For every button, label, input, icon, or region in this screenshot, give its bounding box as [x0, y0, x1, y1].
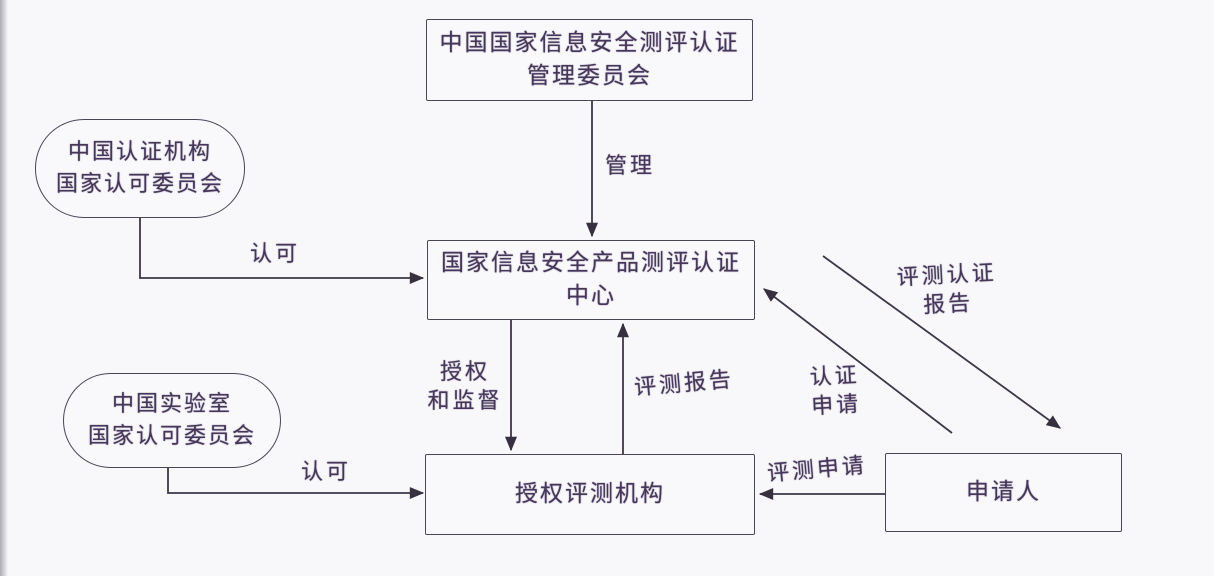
node-applicant-label: 申请人 — [966, 478, 1041, 505]
node-lab-accreditation: 中国实验室 国家认可委员会 — [63, 373, 281, 468]
node-evaluation-center: 国家信息安全产品测评认证 中心 — [427, 240, 755, 320]
edge-label-eval-cert-report-line1: 评测认证 — [896, 260, 998, 291]
node-committee-line2: 管理委员会 — [527, 63, 652, 89]
edge-label-cert-application-line2: 申请 — [810, 392, 862, 420]
node-committee-line1: 中国国家信息安全测评认证 — [439, 29, 740, 56]
edge-label-manage: 管理 — [605, 154, 656, 179]
edge-label-cert-application-line1: 认证 — [809, 363, 861, 391]
node-applicant: 申请人 — [885, 453, 1122, 532]
node-authorized-agency: 授权评测机构 — [425, 454, 755, 535]
node-lab-accreditation-line2: 国家认可委员会 — [87, 423, 256, 449]
edge-label-accredit-bottom: 认可 — [301, 460, 352, 485]
edge-label-authorize-supervise: 授权 和监督 — [424, 358, 506, 416]
edge-label-eval-cert-report: 评测认证 报告 — [894, 259, 1001, 322]
node-cert-accreditation-line1: 中国认证机构 — [67, 139, 212, 165]
edge-label-accredit-top: 认可 — [250, 242, 301, 267]
node-evaluation-center-line1: 国家信息安全产品测评认证 — [441, 249, 741, 276]
connector-accredit-bottom-arrow — [167, 466, 425, 499]
node-committee: 中国国家信息安全测评认证 管理委员会 — [426, 19, 753, 101]
edge-label-authorize-supervise-line1: 授权 — [439, 360, 490, 385]
edge-label-cert-application: 认证 申请 — [802, 361, 869, 422]
node-evaluation-center-line2: 中心 — [566, 283, 616, 309]
node-authorized-agency-label: 授权评测机构 — [515, 480, 665, 507]
edge-label-authorize-supervise-line2: 和监督 — [427, 389, 503, 415]
connector-cert-application-arrow — [763, 288, 953, 434]
connector-eval-cert-report-arrow — [822, 255, 1061, 429]
connector-accredit-top-arrow — [139, 216, 425, 284]
edge-label-eval-cert-report-line2: 报告 — [922, 290, 974, 319]
node-cert-accreditation-line2: 国家认可委员会 — [55, 171, 224, 197]
node-lab-accreditation-line1: 中国实验室 — [111, 391, 232, 417]
node-cert-accreditation: 中国认证机构 国家认可委员会 — [35, 119, 245, 218]
